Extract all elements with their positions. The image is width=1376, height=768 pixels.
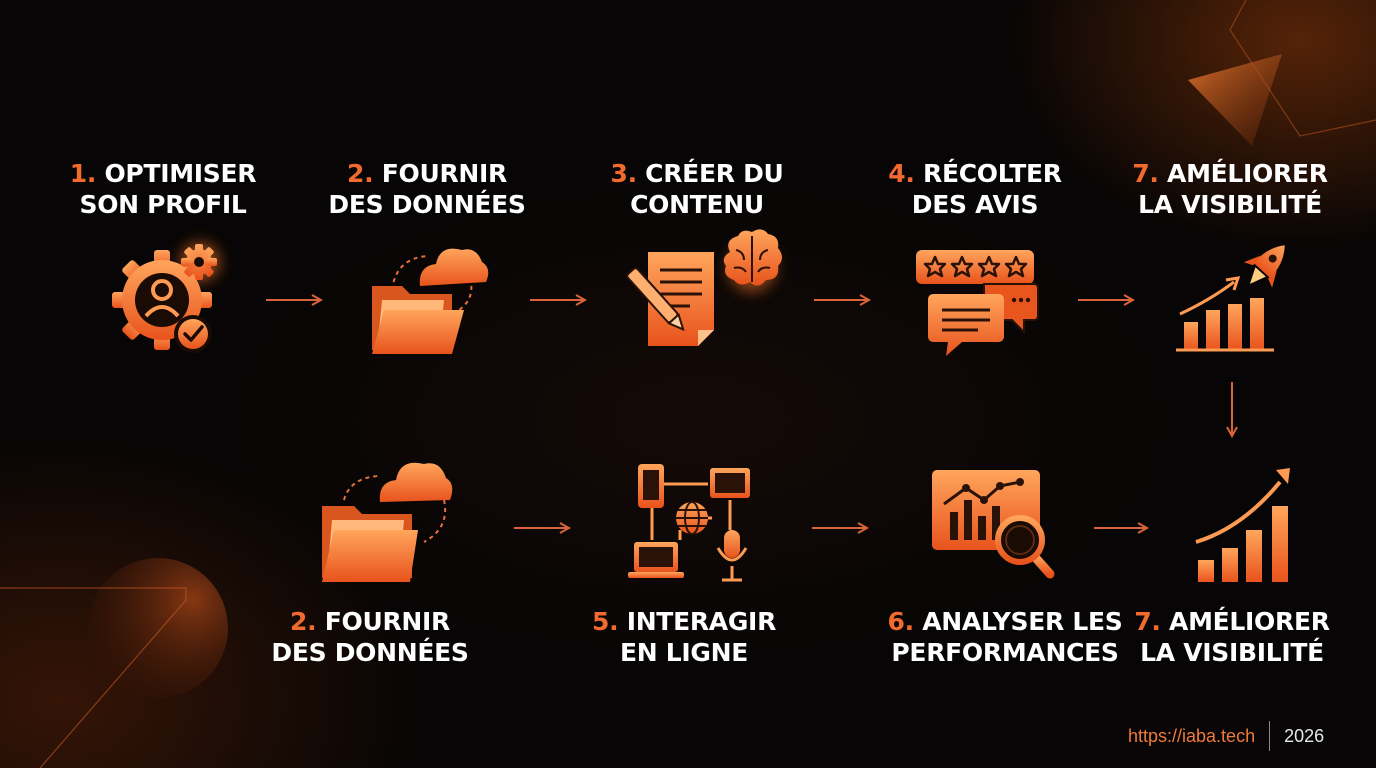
step-7a-label: 7. AMÉLIORER LA VISIBILITÉ	[1132, 159, 1328, 219]
analytics-magnifier-icon	[932, 470, 1055, 579]
footer: https://iaba.tech 2026	[1128, 721, 1325, 751]
document-pen-brain-icon	[626, 229, 782, 346]
devices-network-icon	[628, 464, 750, 582]
step-4-label: 4. RÉCOLTER DES AVIS	[888, 159, 1062, 219]
footer-year: 2026	[1284, 725, 1325, 746]
growth-bar-chart-icon	[1195, 468, 1290, 582]
star-review-chat-icon	[916, 250, 1039, 356]
decor-line-bottom	[0, 587, 187, 768]
profile-gear-check-icon	[112, 242, 220, 353]
rocket-growth-chart-icon	[1176, 245, 1285, 352]
footer-url-link[interactable]: https://iaba.tech	[1128, 725, 1256, 746]
step-2-label: 2. FOURNIR DES DONNÉES	[328, 159, 526, 219]
step-2b-label: 2. FOURNIR DES DONNÉES	[271, 607, 469, 667]
step-7b-label: 7. AMÉLIORER LA VISIBILITÉ	[1134, 607, 1330, 667]
folder-cloud-icon	[372, 248, 489, 354]
step-6-label: 6. ANALYSER LES PERFORMANCES	[887, 607, 1123, 667]
step-5-label: 5. INTERAGIR EN LIGNE	[591, 607, 777, 667]
step-1-label: 1. OPTIMISER SON PROFIL	[69, 159, 257, 219]
decor-circle	[88, 558, 228, 698]
step-3-label: 3. CRÉER DU CONTENU	[610, 159, 784, 219]
folder-cloud-icon-lower	[322, 462, 453, 582]
decor-line-top	[1229, 0, 1376, 137]
flow-arrows	[266, 300, 1232, 528]
footer-divider	[1269, 721, 1271, 751]
decor-triangle	[1188, 54, 1282, 146]
